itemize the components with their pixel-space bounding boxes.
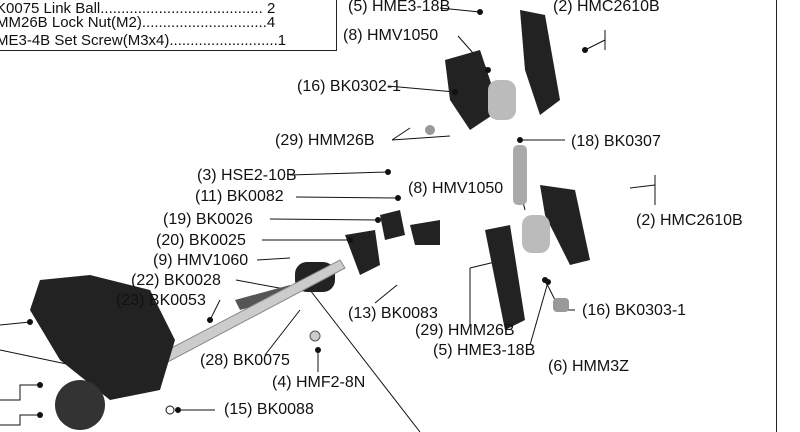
callout-label: (9) HMV1060	[153, 252, 249, 269]
callout-label: (3) HSE2-10B	[197, 167, 297, 184]
callout-label: (29) HMM26B	[275, 132, 375, 149]
parts	[30, 10, 590, 430]
callout-label: (13) BK0083	[348, 305, 438, 322]
callout-label: (8) HMV1050	[408, 180, 504, 197]
part-bk0026-b	[410, 220, 440, 245]
callout-label: (16) BK0302-1	[297, 78, 402, 95]
callout-label: (8) HMV1050	[343, 27, 439, 44]
callout-label: (23) BK0053	[116, 292, 206, 309]
parts-list-item: K0075 Link Ball.........................…	[0, 0, 276, 17]
callout-label: (15) BK0088	[224, 401, 314, 418]
bearing-hmv1050	[522, 215, 550, 253]
part-bk0026	[380, 210, 405, 240]
part-bk0025	[345, 230, 380, 275]
callout-label: (2) HMC2610B	[553, 0, 660, 15]
parts-list-item: MM26B Lock Nut(M2)......................…	[0, 14, 276, 31]
leader-dots	[27, 9, 588, 418]
part-bk0075	[309, 330, 321, 342]
part-bk0088	[165, 405, 175, 415]
part-hmm26b	[425, 125, 435, 135]
callout-label: (5) HME3-18B	[433, 342, 536, 359]
part-bk0303-1	[485, 225, 525, 330]
callout-label: (18) BK0307	[571, 133, 661, 150]
part-hmc2610b-top	[520, 10, 560, 115]
part-pulley	[55, 380, 105, 430]
callout-label: (6) HMM3Z	[548, 358, 629, 375]
part-tail-case	[30, 275, 175, 400]
callout-label: (28) BK0075	[200, 352, 290, 369]
part-bk0307	[513, 145, 527, 205]
callout-label: (22) BK0028	[131, 272, 221, 289]
page-border	[776, 0, 777, 432]
parts-list-box: K0075 Link Ball.........................…	[0, 0, 337, 51]
callout-label: (11) BK0082	[195, 188, 284, 205]
part-hmc2610b	[540, 185, 590, 265]
bearing-hmv1050-top	[488, 80, 516, 120]
callout-label: (29) HMM26B	[415, 322, 515, 339]
callout-label: (16) BK0303-1	[582, 302, 687, 319]
parts-list-item: ME3-4B Set Screw(M3x4)..................…	[0, 32, 287, 49]
callout-label: (19) BK0026	[163, 211, 253, 228]
callout-label: (4) HMF2-8N	[272, 374, 366, 391]
part-hmm3z	[553, 298, 569, 312]
callout-label: (5) HME3-18B	[348, 0, 451, 15]
callout-label: (2) HMC2610B	[636, 212, 743, 229]
callout-label: (20) BK0025	[156, 232, 246, 249]
